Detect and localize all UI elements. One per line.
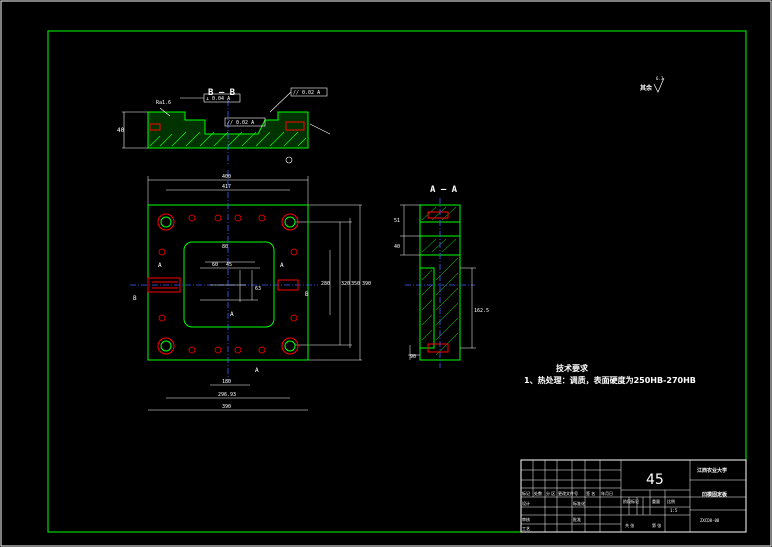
section-bb-label: B — B <box>208 88 236 98</box>
front-view-screw-holes <box>158 214 298 354</box>
tech-req-item-1: 1、热处理：调质，表面硬度为250HB-270HB <box>524 375 696 385</box>
front-view-dim-top-2: 417 <box>222 184 231 190</box>
title-block-cell-weight: 重量 <box>652 498 660 504</box>
title-block-cell-change: 更改文件号 <box>558 490 578 496</box>
roughness-label: 其余 <box>640 84 653 92</box>
section-bb-callouts <box>122 87 331 149</box>
section-aa-view: A — A 51 40 90 <box>394 185 489 368</box>
section-aa-lower-inset <box>419 267 435 349</box>
section-aa-pin-top <box>427 211 449 219</box>
section-bb-hatch <box>149 131 307 147</box>
front-view-dim-right-4: 280 <box>321 281 330 287</box>
front-view-mark-b-right: B <box>305 291 309 298</box>
front-view-cavity <box>183 241 275 328</box>
title-block: 45 江西农业大学 凹模固定板 ZXCD8-08 1:5 第 张 标记 处数 分… <box>520 459 747 533</box>
front-view-mark-a-top-left: A <box>158 262 162 269</box>
front-view-mark-a-top-right: A <box>280 262 284 269</box>
section-bb-callout-3: // 0.02 A <box>293 90 320 96</box>
front-view-dim-right-3: 320 <box>341 281 350 287</box>
front-view-dim-bottom-2: 296.93 <box>218 392 236 398</box>
front-view-cavity-dim-3: 45 <box>226 262 232 268</box>
front-view-dim-top-1: 400 <box>222 174 231 180</box>
front-view-dim-bottom-3: 390 <box>222 404 231 410</box>
title-block-cell-count: 处数 <box>534 490 542 496</box>
front-view-cavity-features <box>200 261 260 302</box>
section-bb-callout-2: ⊥ 0.04 A <box>206 96 230 102</box>
title-block-cell-total: 共 张 <box>625 522 634 528</box>
front-view-dim-bottom-1: 180 <box>222 379 231 385</box>
title-block-grid <box>521 460 746 532</box>
front-view-mark-b-left: B <box>133 295 137 302</box>
section-bb-pin-left <box>149 123 161 131</box>
section-bb-callout-1: Ra1.6 <box>156 100 171 106</box>
roughness-symbol-icon <box>653 77 665 93</box>
title-block-cell-sign: 签 名 <box>586 490 595 496</box>
title-block-scale: 1:5 <box>670 508 678 513</box>
title-block-material: 45 <box>646 472 664 488</box>
front-view-cavity-dim-4: 63 <box>255 286 261 292</box>
tech-requirements: 技术要求 1、热处理：调质，表面硬度为250HB-270HB <box>524 363 696 385</box>
front-view-cavity-dim-1: 80 <box>222 244 228 250</box>
section-aa-dim-3: 90 <box>410 354 416 360</box>
roughness-note: 其余 6.3 <box>640 76 665 93</box>
roughness-value: 6.3 <box>656 76 664 81</box>
datum-a-marker <box>285 156 293 164</box>
section-aa-dim-2: 40 <box>394 244 400 250</box>
front-view-mark-a-bottom-right: A <box>255 367 259 374</box>
title-block-drawing-no: ZXCD8-08 <box>700 518 720 523</box>
section-aa-dim-lines <box>400 204 476 360</box>
drawing-frame-inner <box>47 30 747 533</box>
title-block-border <box>520 459 747 533</box>
title-block-cell-ratio: 比例 <box>667 498 675 504</box>
front-view-dim-right-2: 350 <box>351 281 360 287</box>
title-block-cell-stage: 阶段标记 <box>623 498 639 504</box>
title-block-school: 江西农业大学 <box>697 467 727 474</box>
title-block-cell-date: 年月日 <box>601 490 613 496</box>
section-aa-dim-1: 51 <box>394 218 400 224</box>
title-block-part-name: 凹模固定板 <box>702 491 728 498</box>
title-block-cell-approve: 批准 <box>573 516 581 522</box>
tech-req-title: 技术要求 <box>556 363 589 373</box>
front-view-dim-lines <box>147 176 362 411</box>
section-bb-pin <box>285 121 305 131</box>
section-bb-depth-dim: 40 <box>117 127 125 134</box>
title-block-cell-std: 标准化 <box>573 500 585 506</box>
front-view-dim-right-1: 390 <box>362 281 371 287</box>
front-view-cavity-dim-2: 60 <box>212 262 218 268</box>
section-bb-view: B — B Ra1.6 ⊥ 0 <box>117 87 331 165</box>
front-view-mark-a-bottom-left: A <box>230 311 234 318</box>
front-view-side-pins <box>147 277 299 293</box>
front-view: 400 417 390 350 320 280 180 296.93 390 8… <box>130 170 371 411</box>
title-block-cell-zone: 分 区 <box>546 490 555 496</box>
section-aa-pin-bottom <box>427 343 449 353</box>
title-block-cell-process: 工艺 <box>522 526 530 531</box>
front-view-guide-holes <box>157 213 299 355</box>
section-aa-dim-4: 162.5 <box>474 308 489 314</box>
title-block-cell-design: 设计 <box>522 500 530 506</box>
section-bb-callout-4: // 0.02 A <box>227 120 254 126</box>
title-block-cell-mark: 标记 <box>522 490 530 496</box>
title-block-cell-review: 审核 <box>522 516 530 522</box>
section-aa-label: A — A <box>430 185 458 195</box>
title-block-sheet: 第 张 <box>652 522 661 528</box>
